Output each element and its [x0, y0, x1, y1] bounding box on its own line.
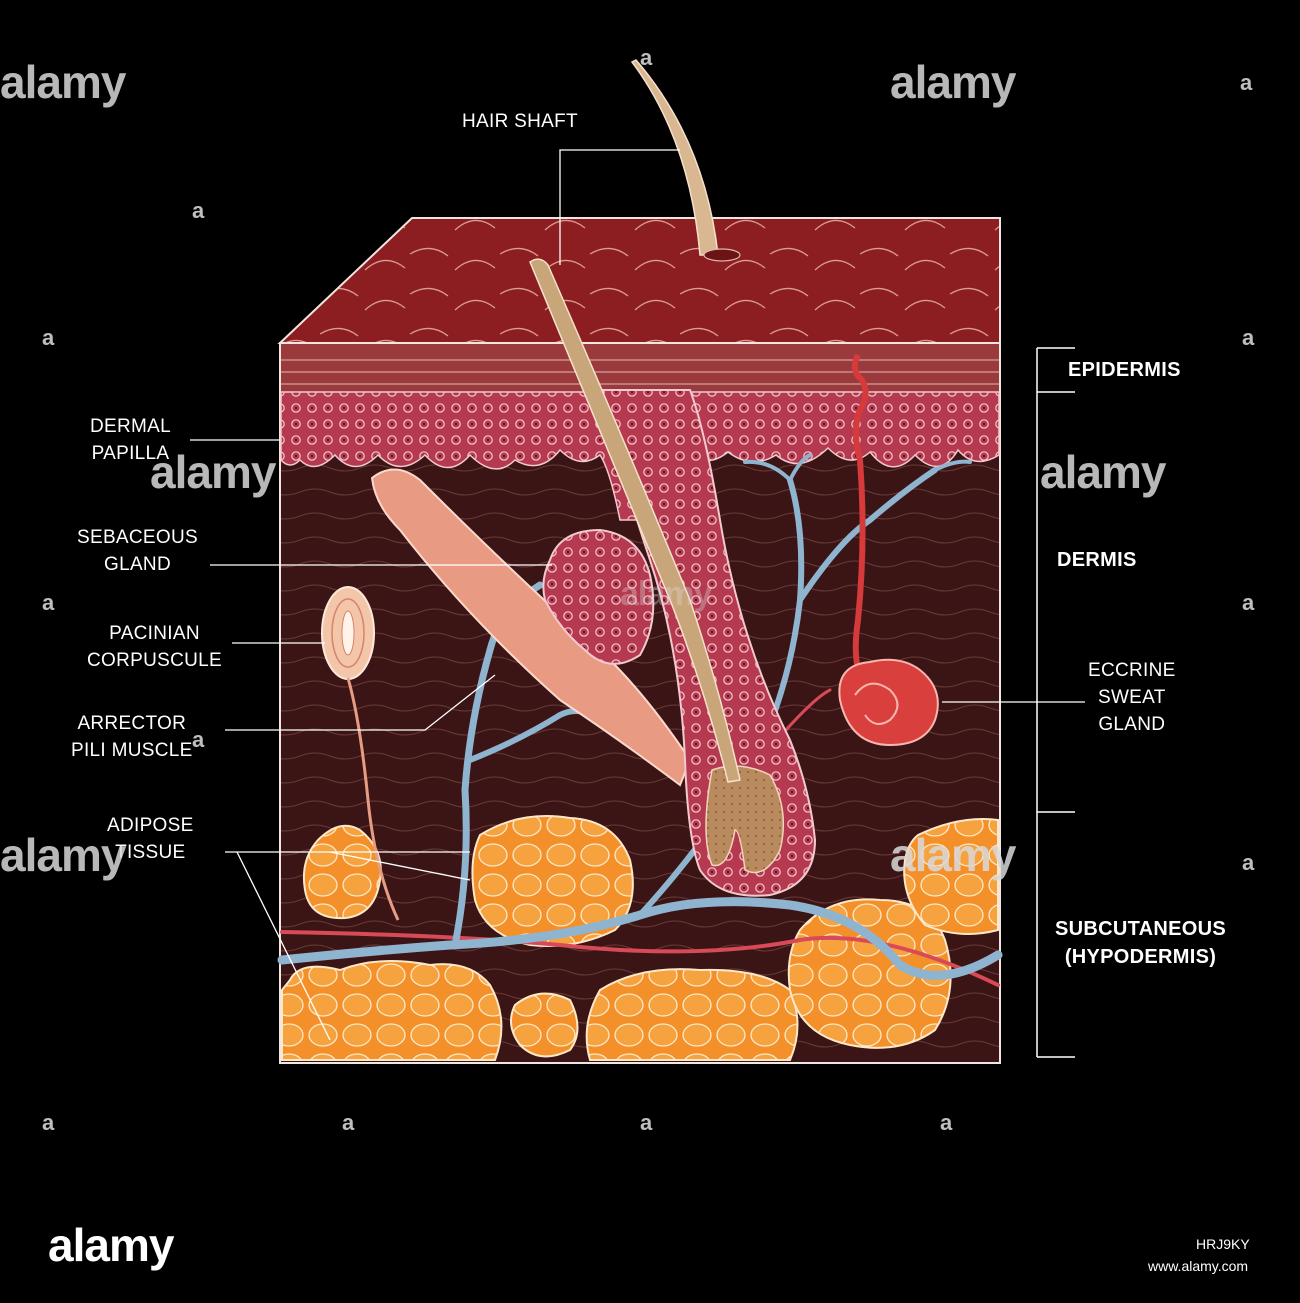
label-dermal-papilla-line1: DERMAL	[90, 416, 171, 437]
watermark-logo: alamy	[150, 446, 276, 498]
label-arrector-line1: ARRECTOR	[77, 713, 187, 734]
hair-shaft	[529, 258, 741, 783]
watermark-a-icon: a	[192, 727, 205, 752]
watermark-logo: alamy	[890, 829, 1016, 881]
watermark-a-icon: a	[1240, 70, 1253, 95]
label-pacinian-line2: CORPUSCULE	[87, 650, 222, 671]
watermark-a-icon: a	[640, 45, 653, 70]
label-arrector-line2: PILI MUSCLE	[71, 740, 193, 761]
label-subcutaneous: SUBCUTANEOUS (HYPODERMIS)	[1055, 915, 1226, 971]
label-adipose-line2: TISSUE	[115, 842, 186, 863]
adipose-tissue-leader-3	[236, 851, 331, 1041]
eccrine-sweat-gland	[838, 353, 939, 747]
watermark-a-icon: a	[42, 325, 55, 350]
watermark-a-icon: a	[342, 1110, 355, 1135]
skin-surface	[277, 217, 1001, 344]
epidermis-layer	[281, 344, 999, 392]
footer-site-url: www.alamy.com	[1148, 1258, 1249, 1274]
watermark-a-icon: a	[640, 1110, 653, 1135]
adipose-tissue-leader-2	[329, 851, 471, 881]
leader-lines	[190, 149, 1085, 1041]
watermark-a-icon: a	[940, 1110, 953, 1135]
watermark-a-icon: a	[42, 1110, 55, 1135]
watermark-logo: alamy	[1040, 446, 1166, 498]
watermark-logo: alamy	[620, 575, 712, 613]
watermark-logo: alamy	[0, 829, 126, 881]
watermark-a-icon: a	[42, 590, 55, 615]
watermark-a-icon: a	[1242, 850, 1255, 875]
label-sebaceous-gland: SEBACEOUS GLAND	[77, 524, 198, 578]
footer-brand-logo: alamy	[48, 1219, 174, 1271]
label-hair-shaft: HAIR SHAFT	[462, 111, 578, 132]
label-subcutaneous-line2: (HYPODERMIS)	[1064, 946, 1217, 968]
label-pacinian-corpuscle: PACINIAN CORPUSCULE	[87, 620, 222, 674]
footer-image-id: HRJ9KY	[1196, 1236, 1250, 1252]
label-eccrine-line1: ECCRINE	[1088, 660, 1176, 681]
label-adipose-tissue: ADIPOSE TISSUE	[107, 812, 194, 866]
label-epidermis: EPIDERMIS	[1068, 359, 1181, 381]
watermark-a-icon: a	[1242, 325, 1255, 350]
label-eccrine-sweat-gland: ECCRINE SWEAT GLAND	[1088, 657, 1176, 738]
label-sebaceous-line2: GLAND	[104, 554, 171, 575]
pacinian-corpuscle	[321, 586, 400, 921]
label-adipose-line1: ADIPOSE	[107, 815, 194, 836]
hair-pore	[703, 248, 741, 262]
adipose-tissue	[281, 815, 999, 1061]
label-eccrine-line3: GLAND	[1098, 714, 1166, 735]
watermark-logo: alamy	[890, 56, 1016, 108]
arrector-pili-leader	[225, 674, 496, 731]
label-arrector-pili-muscle: ARRECTOR PILI MUSCLE	[71, 710, 193, 764]
sebaceous-gland	[542, 528, 655, 665]
hair-shaft-leader	[559, 149, 680, 265]
label-dermal-papilla: DERMAL PAPILLA	[90, 413, 171, 467]
label-eccrine-line2: SWEAT	[1097, 687, 1166, 708]
label-dermal-papilla-line2: PAPILLA	[91, 443, 170, 464]
watermark-logo: alamy	[0, 56, 126, 108]
layer-brackets	[1036, 347, 1075, 1058]
hair-bulb	[705, 765, 785, 874]
epidermis-lines	[281, 359, 999, 385]
watermark-a-icon: a	[192, 198, 205, 223]
label-subcutaneous-line1: SUBCUTANEOUS	[1055, 918, 1227, 940]
watermark-a-icon: a	[1242, 590, 1255, 615]
label-pacinian-line1: PACINIAN	[109, 623, 200, 644]
label-dermis: DERMIS	[1057, 549, 1137, 571]
label-sebaceous-line1: SEBACEOUS	[77, 527, 198, 548]
